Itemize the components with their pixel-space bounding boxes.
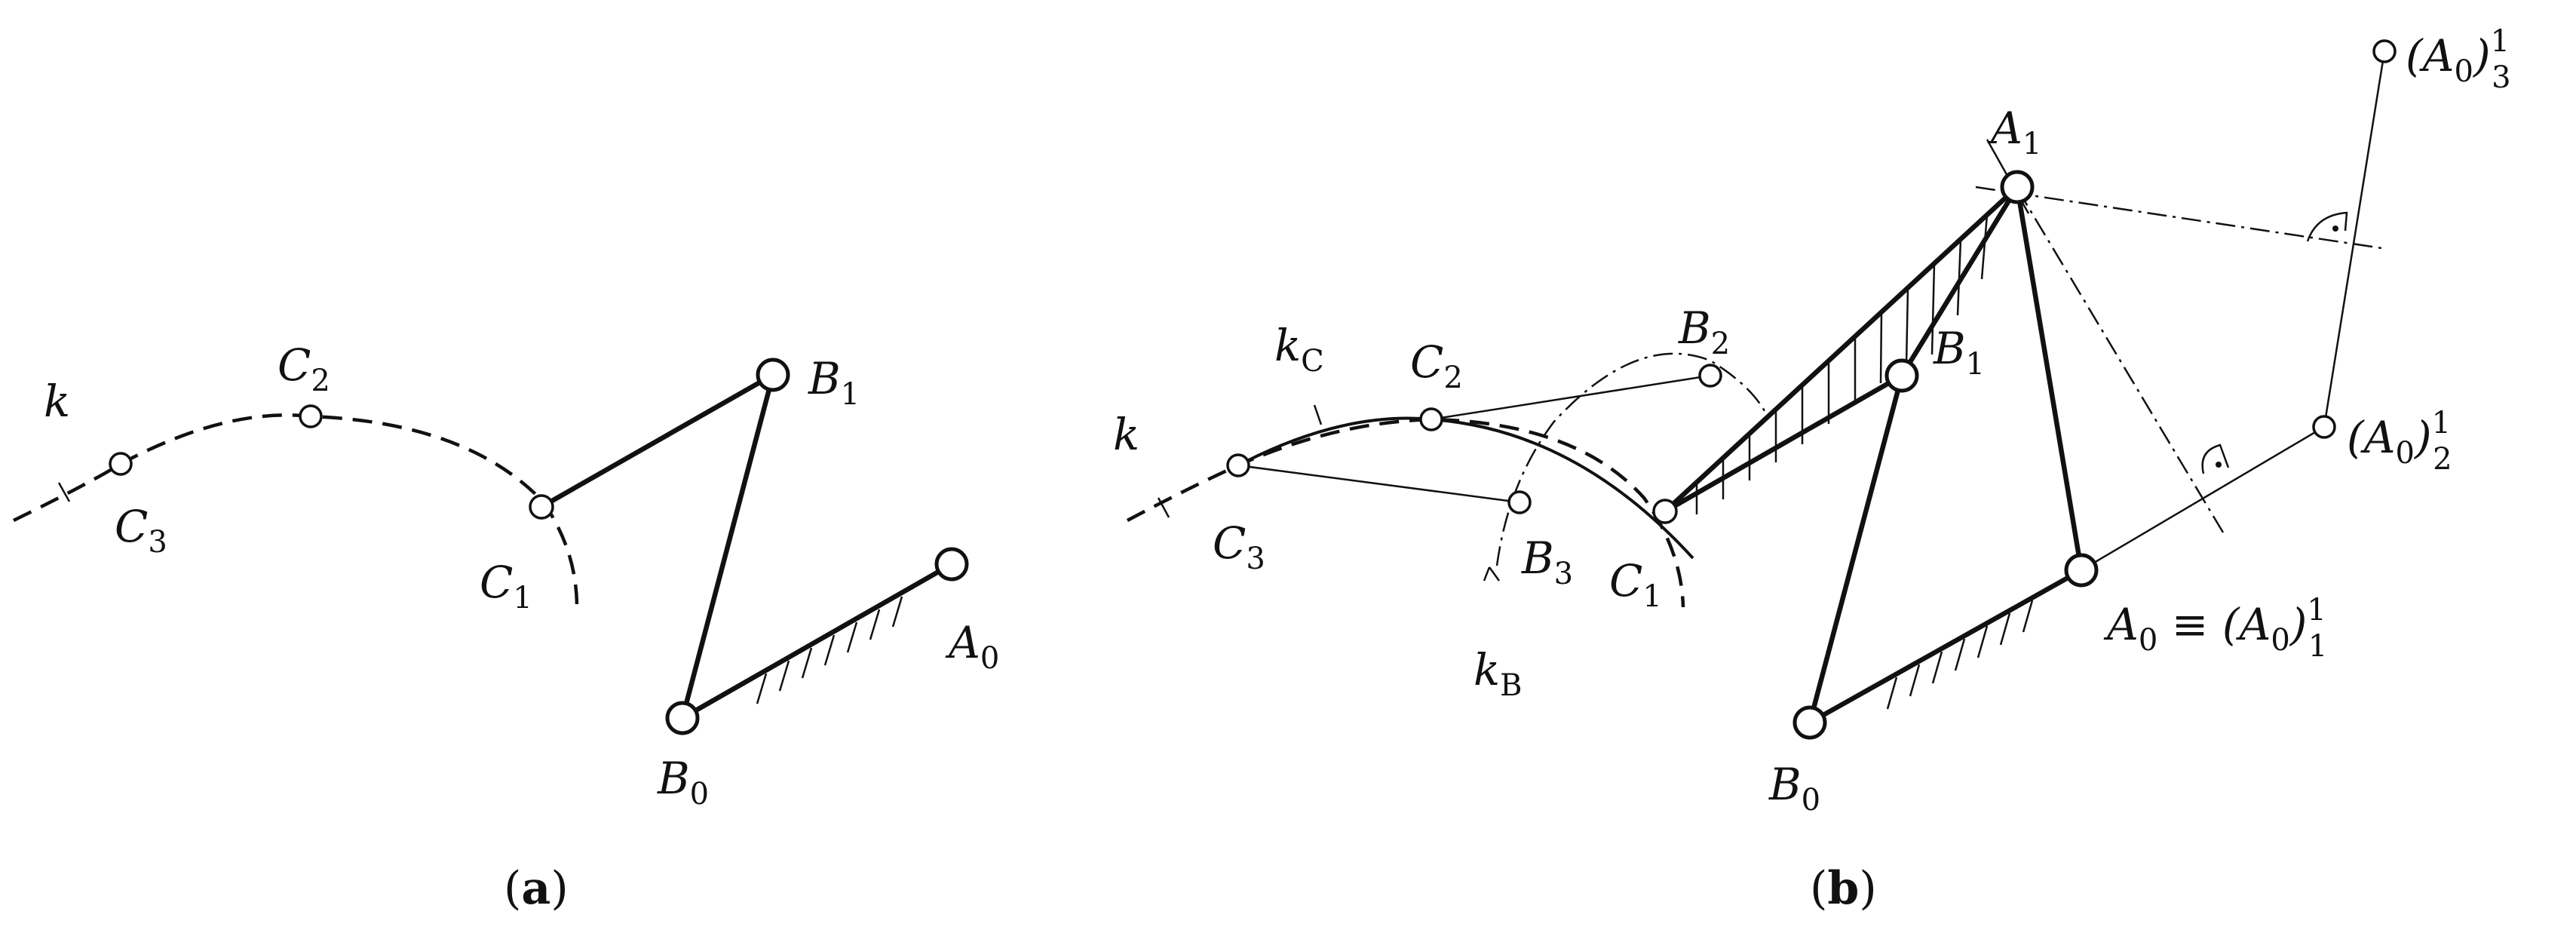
link-b1-b0-a — [679, 374, 776, 719]
joint-c3-b — [1226, 453, 1250, 477]
label-k-a: k — [44, 376, 70, 427]
label-b0-a: B0 — [657, 753, 709, 812]
caption-b: (b) — [1810, 862, 1877, 915]
joint-a0-a — [934, 547, 969, 582]
label-kb: kB — [1474, 644, 1523, 703]
kc-tick — [1313, 404, 1323, 425]
curve-k-b — [1126, 417, 1685, 608]
label-k-b: k — [1113, 409, 1139, 460]
label-kc: kC — [1274, 320, 1324, 379]
joint-c1-b — [1652, 499, 1678, 524]
line-a0-2-a0-3 — [2323, 51, 2386, 428]
joint-b0-a — [665, 701, 700, 735]
label-a0-a: A0 — [945, 617, 999, 676]
construction-line-2 — [2016, 188, 2225, 533]
ground-hatch-a — [756, 596, 903, 704]
label-b1-a: B1 — [808, 353, 860, 412]
joint-b0-b — [1792, 705, 1827, 740]
joint-c2-b — [1419, 407, 1443, 431]
label-b3-b: B3 — [1521, 533, 1573, 591]
joint-b1-a — [756, 358, 790, 392]
chord-c2-b2 — [1431, 374, 1711, 421]
label-c2-a: C2 — [278, 339, 330, 398]
joint-a0-2 — [2312, 415, 2336, 439]
label-c3-a: C3 — [115, 501, 167, 560]
kb-tick-2 — [1488, 566, 1501, 582]
link-a1-a0-b — [2014, 186, 2084, 571]
curve-kc — [1237, 416, 1694, 560]
label-a1-b: A1 — [1987, 103, 2041, 161]
link-b0-a0-b — [1808, 568, 2083, 725]
label-b2-b: B2 — [1678, 302, 1730, 361]
right-angle-2 — [2201, 444, 2230, 474]
ground-hatch-b — [1886, 600, 2034, 710]
joint-c2-a — [299, 404, 323, 428]
joint-b3-b — [1507, 490, 1532, 514]
joint-b1-b — [1884, 358, 1919, 393]
link-b1-b0-b — [1807, 375, 1905, 723]
joint-b2-b — [1698, 364, 1722, 388]
joint-a0-b — [2064, 553, 2099, 588]
coupler-hatch — [1695, 214, 1989, 514]
label-c1-b: C1 — [1609, 555, 1662, 614]
label-b1-b: B1 — [1933, 323, 1985, 382]
joint-c3-a — [109, 452, 133, 476]
chord-c3-b3 — [1237, 464, 1520, 504]
label-c2-b: C2 — [1410, 336, 1463, 395]
panel-b: k kC kB C3 C2 C1 B2 B3 B1 A1 B0 A0 ≡ (A0… — [1113, 24, 2511, 915]
kb-tick-1 — [1483, 566, 1491, 582]
label-b0-b: B0 — [1768, 759, 1820, 818]
joint-c1-a — [529, 494, 554, 520]
label-c1-a: C1 — [480, 557, 532, 615]
caption-a: (a) — [504, 862, 569, 915]
k-tick-a — [57, 482, 71, 502]
joint-a1-b — [2000, 170, 2035, 204]
joint-a0-3 — [2372, 39, 2397, 63]
right-angle-1 — [2306, 211, 2348, 242]
link-c1-b1-a — [540, 373, 774, 509]
line-a0-a0-2 — [2081, 425, 2325, 572]
panel-a: k C3 C2 C1 B1 B0 A0 (a) — [13, 339, 999, 915]
link-b0-a0-a — [681, 562, 953, 720]
k-tick-b — [1157, 497, 1170, 518]
label-c3-b: C3 — [1213, 517, 1265, 576]
